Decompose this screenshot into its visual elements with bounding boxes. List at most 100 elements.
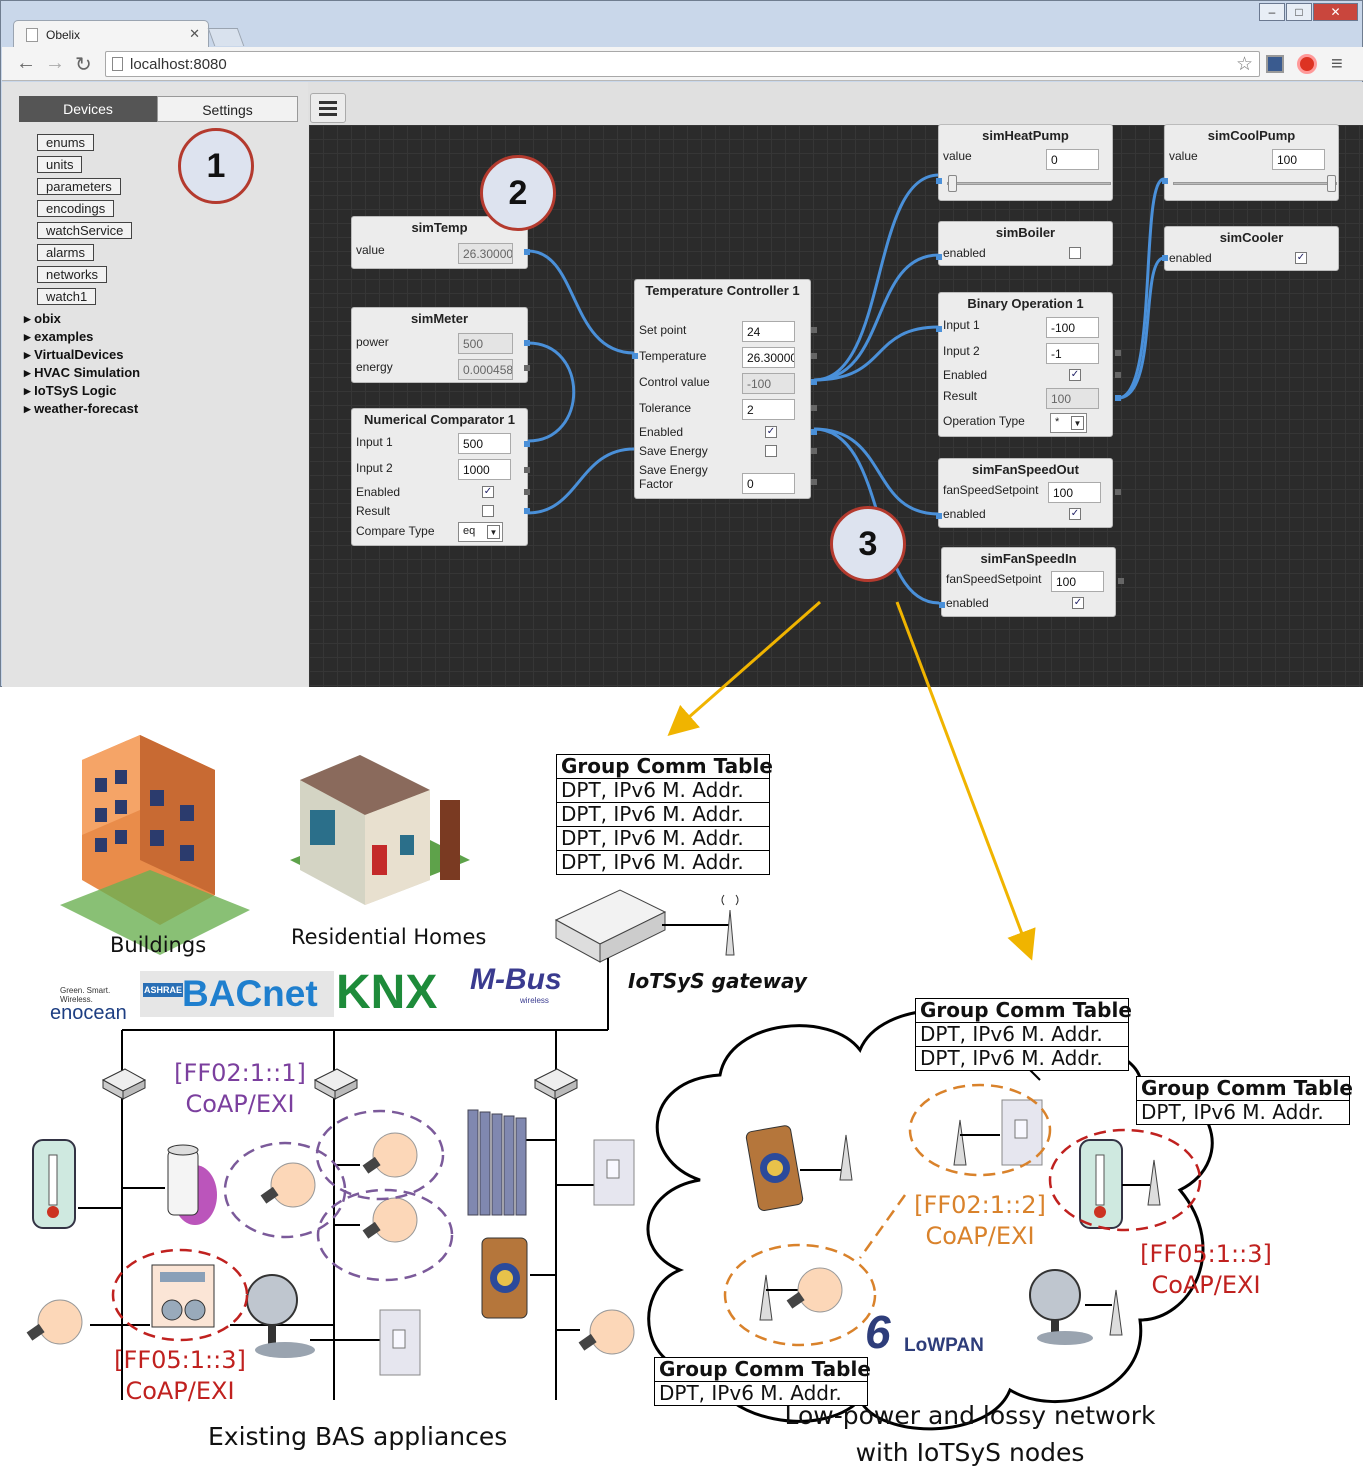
wire (813, 325, 940, 382)
node-simboiler[interactable]: simBoiler enabled (936, 221, 1113, 266)
tree-item-weather-forecast[interactable]: ▸ weather-forecast (24, 401, 138, 417)
maximize-button[interactable]: □ (1286, 3, 1312, 21)
input-port[interactable] (632, 353, 638, 359)
browser-tab[interactable]: Obelix ✕ (13, 20, 209, 47)
input2-field[interactable]: -1 (1046, 343, 1099, 364)
fanspeed-setpoint-field[interactable]: 100 (1048, 482, 1101, 503)
input-port[interactable] (1162, 178, 1168, 184)
port[interactable] (811, 327, 817, 333)
output-port[interactable] (811, 379, 817, 385)
slider-handle[interactable] (948, 175, 957, 192)
enabled-checkbox[interactable]: ✓ (1069, 369, 1081, 381)
tree-item-hvac-simulation[interactable]: ▸ HVAC Simulation (24, 365, 140, 381)
node-simtemp[interactable]: simTemp value 26.30000 (351, 216, 530, 269)
value-field[interactable]: 0 (1046, 149, 1099, 170)
port[interactable] (524, 467, 530, 473)
output-port[interactable] (1115, 395, 1121, 401)
menu-icon[interactable]: ≡ (1331, 53, 1343, 75)
port[interactable] (524, 441, 530, 447)
port[interactable] (811, 353, 817, 359)
input-port[interactable] (936, 178, 942, 184)
close-window-button[interactable]: ✕ (1313, 3, 1358, 21)
forward-icon[interactable]: → (45, 52, 65, 74)
multicast-group-ring (908, 1083, 1052, 1177)
output-port[interactable] (524, 365, 530, 371)
tab-devices[interactable]: Devices (19, 96, 157, 122)
sidebar-item-parameters[interactable]: parameters (37, 178, 121, 195)
slider-handle[interactable] (1327, 175, 1336, 192)
wire (527, 447, 635, 515)
input-port[interactable] (936, 513, 942, 519)
extension-icon[interactable] (1266, 55, 1284, 73)
sidebar-item-enums[interactable]: enums (37, 134, 95, 151)
node-binary-operation[interactable]: Binary Operation 1 Input 1 -100 Input 2 … (936, 292, 1121, 437)
star-icon[interactable]: ☆ (1235, 54, 1253, 75)
tree-item-virtualdevices[interactable]: ▸ VirtualDevices (24, 347, 124, 363)
node-simcooler[interactable]: simCooler enabled ✓ (1162, 226, 1339, 271)
node-temperature-controller[interactable]: Temperature Controller 1 Set point 24 Te… (632, 279, 817, 499)
enabled-checkbox[interactable]: ✓ (482, 486, 494, 498)
node-simfanspeedout[interactable]: simFanSpeedOut fanSpeedSetpoint 100 enab… (936, 458, 1121, 528)
node-simmeter[interactable]: simMeter power 500 energy 0.000458 (351, 307, 530, 383)
enabled-checkbox[interactable]: ✓ (1072, 597, 1084, 609)
port[interactable] (1118, 578, 1124, 584)
node-simcoolpump[interactable]: simCoolPump value 100 (1162, 124, 1339, 201)
input1-field[interactable]: -100 (1046, 317, 1099, 338)
setpoint-field[interactable]: 24 (742, 321, 795, 342)
sidebar-item-encodings[interactable]: encodings (37, 200, 115, 217)
compare-type-select[interactable]: eq▼ (458, 522, 503, 542)
save-energy-factor-field[interactable]: 0 (742, 473, 795, 494)
port[interactable] (1115, 489, 1121, 495)
input-port[interactable] (1162, 255, 1168, 261)
output-port[interactable] (811, 429, 817, 435)
stop-icon[interactable] (1297, 54, 1317, 74)
output-port[interactable] (524, 340, 530, 346)
node-simfanspeedin[interactable]: simFanSpeedIn fanSpeedSetpoint 100 enabl… (939, 547, 1124, 617)
value-slider[interactable] (1173, 175, 1337, 192)
enabled-checkbox[interactable]: ✓ (1069, 508, 1081, 520)
port[interactable] (1115, 372, 1121, 378)
address-bar[interactable]: localhost:8080 ☆ (105, 51, 1260, 77)
node-numerical-comparator[interactable]: Numerical Comparator 1 Input 1 500 Input… (351, 408, 530, 546)
port[interactable] (811, 405, 817, 411)
input-port[interactable] (939, 602, 945, 608)
port[interactable] (1115, 350, 1121, 356)
port[interactable] (811, 448, 817, 454)
tree-item-obix[interactable]: ▸ obix (24, 311, 61, 327)
sidebar-item-networks[interactable]: networks (37, 266, 108, 283)
wiring-canvas[interactable]: simTemp value 26.30000 simMeter power 50… (309, 124, 1363, 687)
sidebar-item-watch1[interactable]: watch1 (37, 288, 97, 305)
port[interactable] (524, 489, 530, 495)
node-simheatpump[interactable]: simHeatPump value 0 (936, 124, 1113, 201)
browser-window: Obelix ✕ – □ ✕ ← → ↻ localhost:8080 ☆ ≡ … (0, 0, 1363, 687)
fanspeed-setpoint-field[interactable]: 100 (1051, 571, 1104, 592)
enabled-checkbox[interactable] (1069, 247, 1081, 259)
input-port[interactable] (936, 254, 942, 260)
output-port[interactable] (524, 508, 530, 514)
sidebar-item-units[interactable]: units (37, 156, 83, 173)
operation-type-select[interactable]: *▼ (1050, 413, 1087, 433)
back-icon[interactable]: ← (16, 52, 36, 74)
tab-settings[interactable]: Settings (157, 96, 298, 122)
sidebar-item-watchservice[interactable]: watchService (37, 222, 133, 239)
reload-icon[interactable]: ↻ (75, 54, 92, 76)
port[interactable] (811, 479, 817, 485)
value-slider[interactable] (947, 175, 1111, 192)
temperature-field[interactable]: 26.30000 (742, 347, 795, 368)
input1-field[interactable]: 500 (458, 433, 511, 454)
hamburger-menu-button[interactable] (310, 93, 346, 123)
save-energy-checkbox[interactable] (765, 445, 777, 457)
minimize-button[interactable]: – (1259, 3, 1285, 21)
input-port[interactable] (936, 326, 942, 332)
tree-item-iotsys-logic[interactable]: ▸ IoTSyS Logic (24, 383, 116, 399)
input2-field[interactable]: 1000 (458, 459, 511, 480)
output-port[interactable] (524, 249, 530, 255)
close-tab-icon[interactable]: ✕ (189, 26, 200, 41)
tolerance-field[interactable]: 2 (742, 399, 795, 420)
sidebar-item-alarms[interactable]: alarms (37, 244, 95, 261)
tree-item-examples[interactable]: ▸ examples (24, 329, 93, 345)
value-field[interactable]: 100 (1272, 149, 1325, 170)
enabled-checkbox[interactable]: ✓ (1295, 252, 1307, 264)
enabled-checkbox[interactable]: ✓ (765, 426, 777, 438)
